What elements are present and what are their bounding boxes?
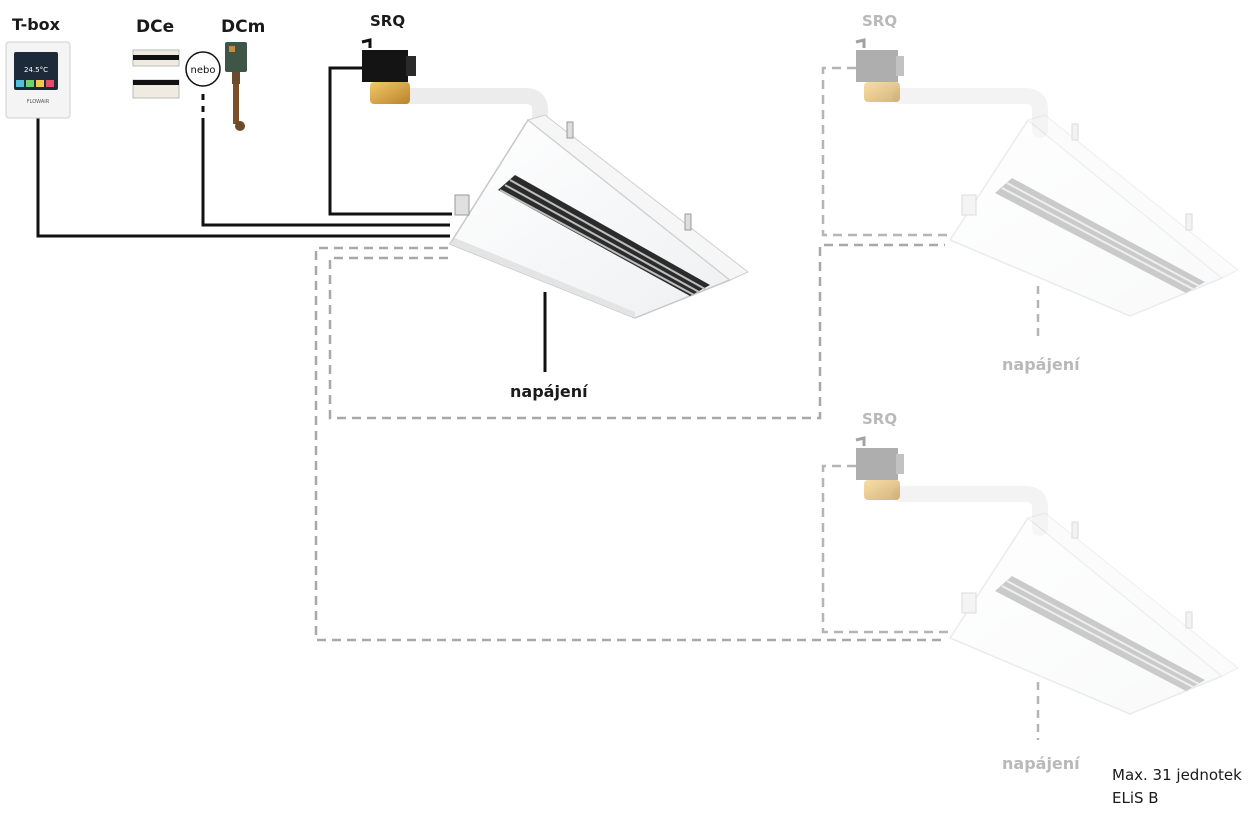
srq-valve-right-top: [855, 38, 904, 102]
dce-door-contact: [132, 49, 180, 99]
bus-wire-outer: [314, 246, 945, 642]
srq-right-bottom-wire: [821, 464, 950, 634]
air-curtain-unit-right-top: [948, 114, 1239, 317]
tbox-wire: [36, 118, 450, 238]
air-curtain-unit-main: [448, 114, 749, 319]
srq-main-label: SRQ: [370, 12, 405, 30]
nebo-label: nebo: [191, 65, 216, 76]
srq-right-bottom-label: SRQ: [862, 410, 897, 428]
bus-wire-inner: [328, 243, 945, 420]
srq-wire: [328, 66, 452, 216]
srq-right-top-wire: [821, 66, 950, 237]
nebo-badge: nebo: [185, 51, 221, 87]
dcm-label: DCm: [221, 17, 265, 37]
napajeni-right-bottom-label: napájení: [1002, 754, 1081, 773]
tbox-brand: FLOWAIR: [27, 99, 50, 105]
tbox-temperature: 24.5°C: [24, 66, 48, 74]
napajeni-right-top-label: napájení: [1002, 355, 1081, 374]
tbox-controller: 24.5°C FLOWAIR: [5, 41, 71, 119]
footnote-line2: ELiS B: [1112, 789, 1159, 807]
door-contact-wire: [201, 88, 450, 227]
tbox-label: T-box: [12, 15, 61, 34]
air-curtain-unit-right-bottom: [948, 512, 1239, 715]
dce-label: DCe: [136, 17, 174, 37]
srq-valve-main: [361, 38, 416, 104]
footnote-line1: Max. 31 jednotek: [1112, 766, 1242, 784]
srq-valve-right-bottom: [855, 436, 904, 500]
pipe-main: [397, 88, 548, 138]
napajeni-main-label: napájení: [510, 382, 589, 401]
srq-right-top-label: SRQ: [862, 12, 897, 30]
dcm-door-contact: [225, 42, 247, 131]
pipe-right-top: [892, 88, 1048, 138]
pipe-right-bottom: [892, 486, 1048, 536]
